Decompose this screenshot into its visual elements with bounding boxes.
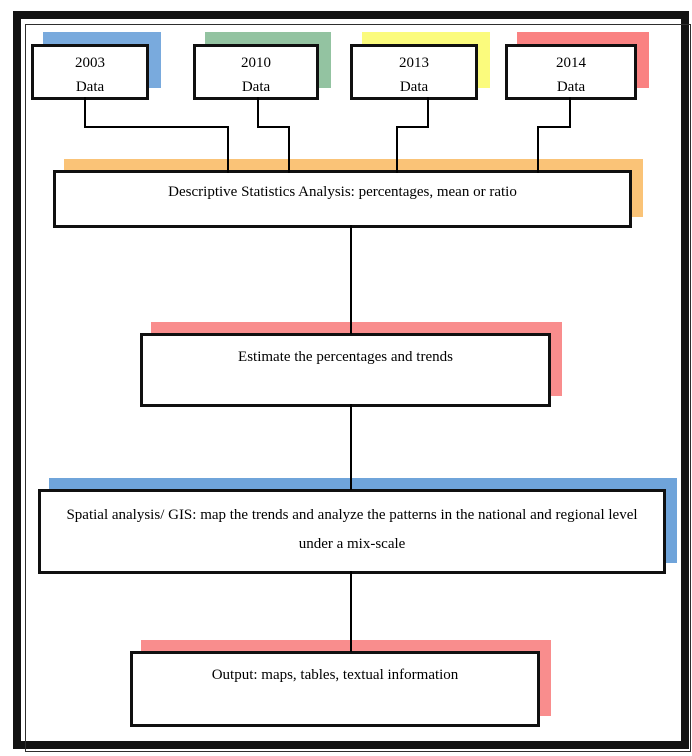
label-2010-data: Data — [241, 79, 271, 95]
box-descriptive-statistics: Descriptive Statistics Analysis: percent… — [53, 170, 632, 228]
connector-2013-elbow — [396, 126, 429, 128]
connector-2014-drop — [569, 97, 571, 128]
connector-2003-elbow — [84, 126, 229, 128]
label-2013-year: 2013 — [399, 55, 429, 71]
connector-2003-into — [227, 126, 229, 173]
connector-2014-elbow — [537, 126, 571, 128]
box-2010: 2010 Data — [193, 44, 319, 100]
connector-2013-drop — [427, 97, 429, 128]
node-spatial-analysis: Spatial analysis/ GIS: map the trends an… — [38, 478, 677, 574]
label-2003-data: Data — [75, 79, 105, 95]
label-spatial-analysis-line2: under a mix-scale — [298, 536, 406, 552]
connector-2010-drop — [257, 97, 259, 128]
label-spatial-analysis-line1: Spatial analysis/ GIS: map the trends an… — [66, 507, 638, 523]
connector-2013-into — [396, 126, 398, 173]
connector-2010-into — [288, 126, 290, 173]
connector-2003-drop — [84, 97, 86, 128]
box-estimate-trends: Estimate the percentages and trends — [140, 333, 551, 407]
node-2010-data: 2010 Data — [193, 32, 331, 100]
connector-spatial-to-output — [350, 571, 352, 652]
box-2014: 2014 Data — [505, 44, 637, 100]
box-spatial-analysis: Spatial analysis/ GIS: map the trends an… — [38, 489, 666, 574]
box-2013: 2013 Data — [350, 44, 478, 100]
node-output: Output: maps, tables, textual informatio… — [130, 640, 551, 727]
node-estimate-trends: Estimate the percentages and trends — [140, 322, 562, 407]
node-descriptive-statistics: Descriptive Statistics Analysis: percent… — [53, 159, 643, 228]
box-2003: 2003 Data — [31, 44, 149, 100]
label-estimate-trends: Estimate the percentages and trends — [238, 349, 453, 365]
label-2003-year: 2003 — [75, 55, 105, 71]
connector-2014-into — [537, 126, 539, 173]
label-output: Output: maps, tables, textual informatio… — [211, 667, 459, 683]
node-2003-data: 2003 Data — [31, 32, 161, 100]
connector-descriptive-to-estimate — [350, 225, 352, 334]
node-2013-data: 2013 Data — [350, 32, 490, 100]
label-2014-year: 2014 — [556, 55, 586, 71]
box-output: Output: maps, tables, textual informatio… — [130, 651, 540, 727]
node-2014-data: 2014 Data — [505, 32, 649, 100]
outer-frame-thick — [13, 11, 689, 749]
connector-estimate-to-spatial — [350, 404, 352, 490]
label-2013-data: Data — [399, 79, 429, 95]
outer-frame-thin — [25, 24, 691, 752]
label-2010-year: 2010 — [241, 55, 271, 71]
connector-2010-elbow — [257, 126, 290, 128]
label-2014-data: Data — [556, 79, 586, 95]
label-descriptive-statistics: Descriptive Statistics Analysis: percent… — [168, 184, 517, 200]
